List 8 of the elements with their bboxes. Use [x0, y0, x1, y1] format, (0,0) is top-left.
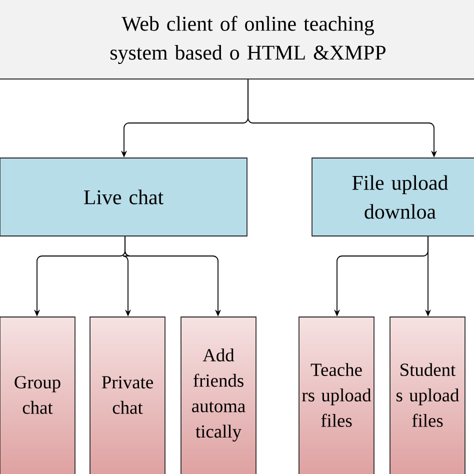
module-box: File upload downloa [312, 158, 474, 236]
function-box: Private chat [90, 316, 166, 474]
function-box: Teache rs upload files [298, 316, 374, 474]
system-box: Web client of online teaching system based o HTML &XMPP [0, 0, 474, 80]
function-box: Student s upload files [390, 316, 466, 474]
function-box: Group chat [0, 316, 76, 474]
function-box: Add friends automa tically [180, 316, 256, 474]
module-box: Live chat [0, 158, 248, 236]
